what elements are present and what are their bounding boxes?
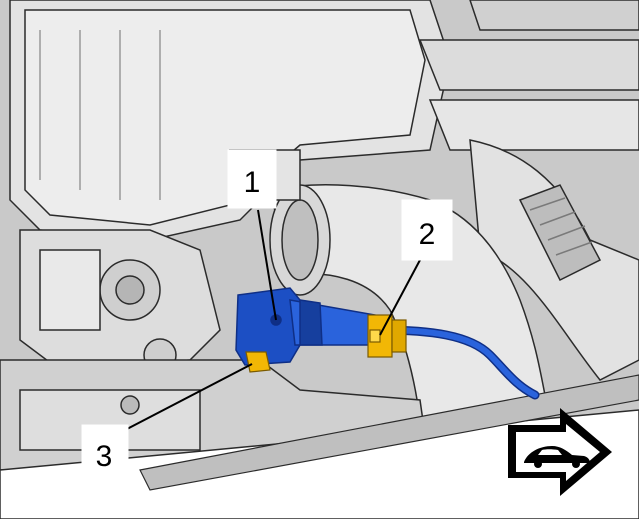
leader-line-3 xyxy=(124,363,253,431)
callout-2-label: 2 xyxy=(419,218,436,251)
callout-2: 2 xyxy=(401,199,453,261)
lower-rail xyxy=(139,374,639,491)
callout-3-label: 3 xyxy=(96,440,113,473)
connector-yellow-3 xyxy=(245,351,271,373)
callout-1-label: 1 xyxy=(244,166,261,199)
callout-3: 3 xyxy=(81,424,129,482)
sensor-assembly xyxy=(235,287,381,366)
leader-line-2 xyxy=(379,259,421,336)
engine-background xyxy=(0,0,639,480)
leader-lines xyxy=(124,209,421,431)
wire-harness xyxy=(377,327,538,398)
leader-line-1 xyxy=(257,209,277,321)
vehicle-front-arrow-icon xyxy=(508,408,612,496)
callout-1: 1 xyxy=(227,149,277,209)
connector-yellow-2 xyxy=(367,314,407,358)
